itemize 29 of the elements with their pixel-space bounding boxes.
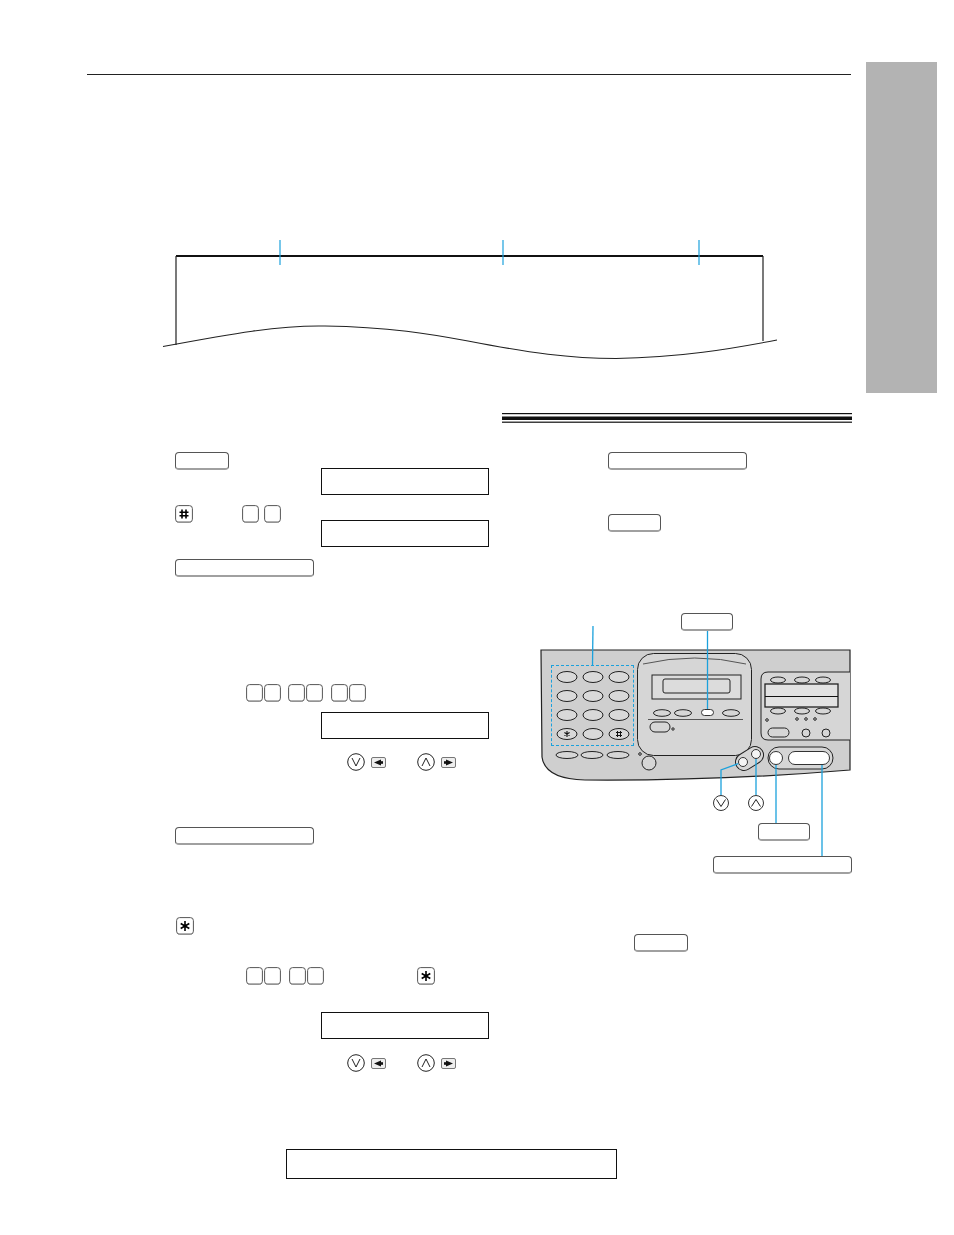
blank-key-label xyxy=(175,827,314,845)
keypad-area xyxy=(551,665,634,746)
blank-key-label xyxy=(175,452,229,470)
oval-button xyxy=(701,709,714,716)
blank-key-label xyxy=(175,559,314,577)
leader-line xyxy=(591,625,594,666)
arrow-key-circle xyxy=(748,795,764,811)
leader-line xyxy=(775,764,777,824)
side-tab xyxy=(866,62,937,393)
leader-line xyxy=(821,764,823,857)
blank-key-label xyxy=(681,613,733,631)
blank-key-label xyxy=(608,514,661,532)
blank-key-label xyxy=(713,856,852,874)
blank-key-label xyxy=(608,452,747,470)
round-button xyxy=(751,749,761,759)
blank-display-frame xyxy=(286,1149,617,1179)
blank-key-label xyxy=(634,934,688,952)
blank-display-frame xyxy=(321,468,489,495)
leader-line xyxy=(706,630,709,710)
blank-display-frame xyxy=(321,712,489,739)
long-button xyxy=(788,751,830,765)
blank-key-label xyxy=(758,823,810,841)
leader-line xyxy=(755,758,757,796)
leader-line xyxy=(720,763,739,796)
fax-machine-panel xyxy=(538,647,852,784)
arrow-key-circle xyxy=(713,795,729,811)
round-button xyxy=(738,757,748,767)
blank-display-frame xyxy=(321,520,489,547)
blank-display-frame xyxy=(321,1012,489,1039)
